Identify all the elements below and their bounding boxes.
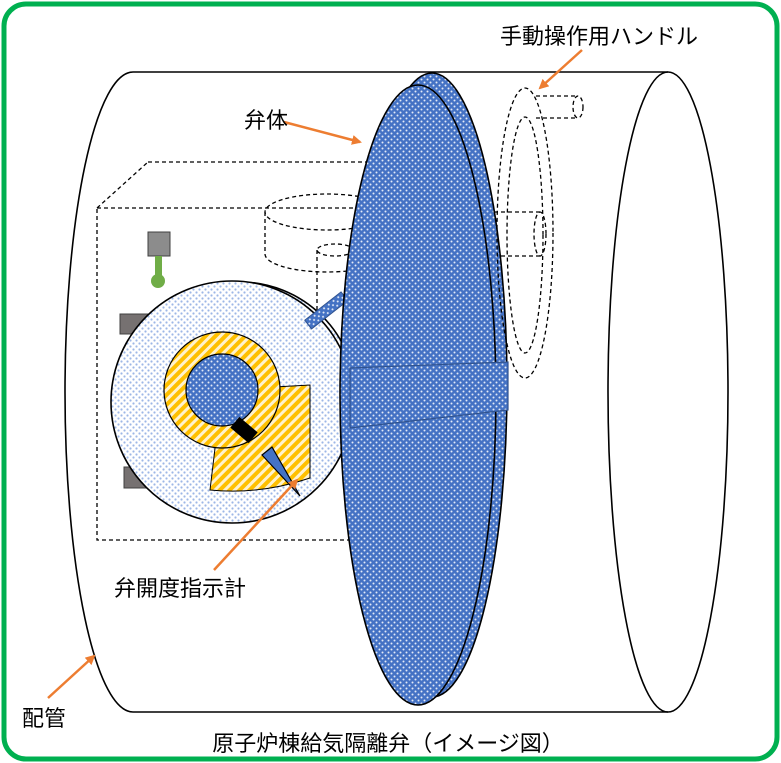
valve-disc bbox=[339, 72, 509, 706]
pipe-right-end bbox=[607, 71, 729, 713]
switch-body bbox=[147, 231, 171, 257]
pipe bbox=[64, 71, 729, 713]
indicator-arrow bbox=[213, 478, 299, 571]
switch-roller bbox=[151, 274, 165, 288]
switch-lever bbox=[155, 256, 162, 276]
limit-switch bbox=[147, 231, 171, 288]
handle-label: 手動操作用ハンドル bbox=[500, 25, 698, 50]
caption: 原子炉棟給気隔離弁（イメージ図） bbox=[212, 732, 564, 757]
indicator-hub bbox=[185, 353, 259, 427]
pointer-icon bbox=[230, 416, 258, 444]
valve-body-arrow bbox=[283, 120, 362, 145]
indicator-label: 弁開度指示計 bbox=[114, 577, 246, 602]
valve-body-label: 弁体 bbox=[244, 109, 288, 134]
manual-handle bbox=[496, 87, 584, 379]
valve-shaft bbox=[349, 361, 509, 429]
handwheel-inner bbox=[506, 116, 544, 354]
opening-indicator bbox=[110, 280, 357, 524]
pipe-label: 配管 bbox=[22, 707, 66, 732]
handwheel-outer bbox=[496, 87, 554, 379]
handle-knob bbox=[572, 95, 584, 119]
pipe-arrow bbox=[47, 654, 96, 699]
pipe-left-end bbox=[64, 71, 134, 713]
handle-arrow bbox=[538, 49, 583, 90]
